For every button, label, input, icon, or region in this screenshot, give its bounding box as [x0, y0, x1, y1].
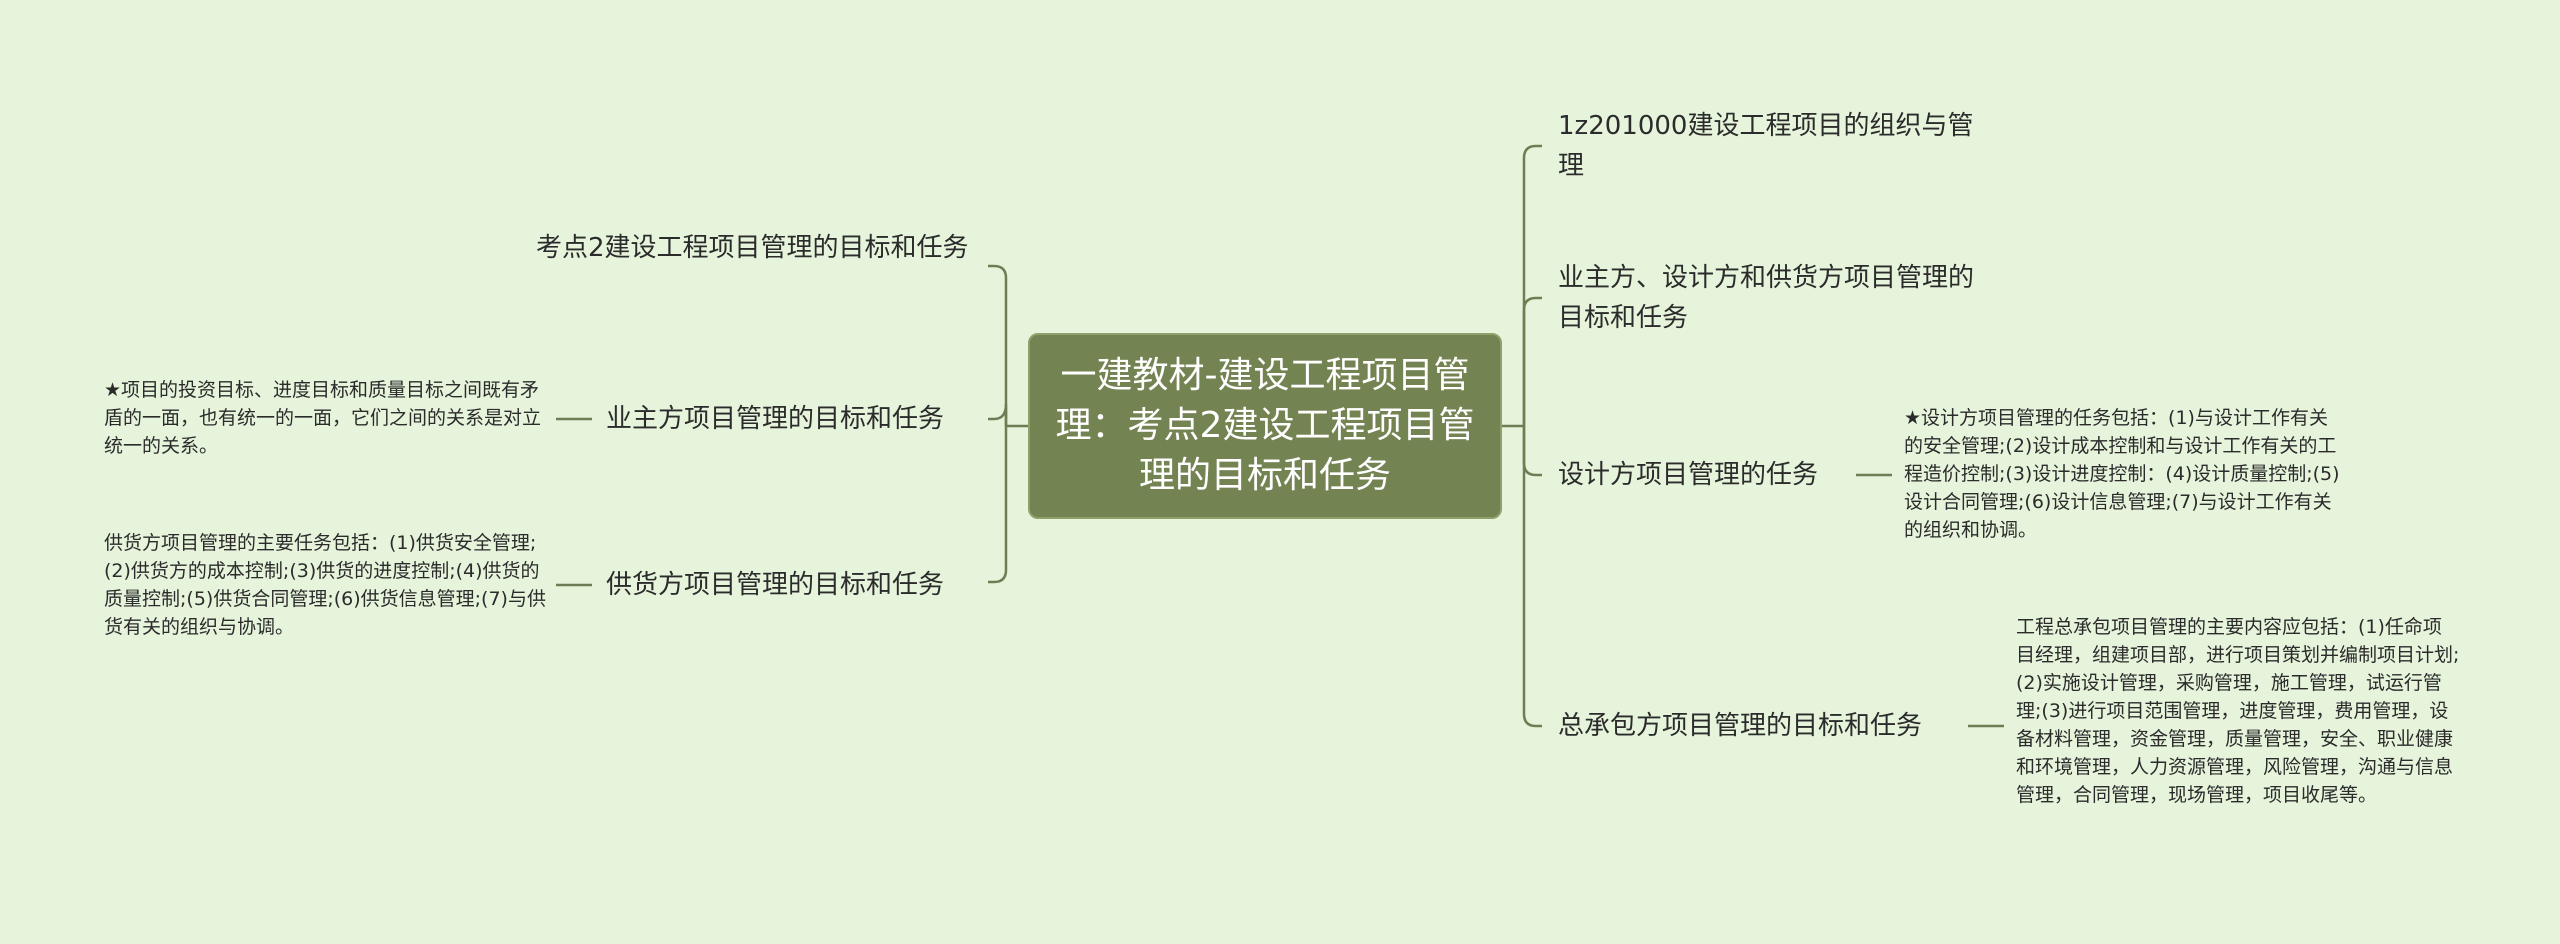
- detail-text: 供货方项目管理的主要任务包括：(1)供货安全管理;(2)供货方的成本控制;(3)…: [104, 532, 546, 638]
- detail-text: ★设计方项目管理的任务包括：(1)与设计工作有关的安全管理;(2)设计成本控制和…: [1904, 407, 2340, 541]
- topic-label: 考点2建设工程项目管理的目标和任务: [536, 233, 969, 263]
- topic-label: 总承包方项目管理的目标和任务: [1558, 711, 1923, 741]
- root-topic[interactable]: 一建教材-建设工程项目管理：考点2建设工程项目管理的目标和任务: [1028, 333, 1502, 519]
- right-detail-designer-management[interactable]: ★设计方项目管理的任务包括：(1)与设计工作有关的安全管理;(2)设计成本控制和…: [1904, 404, 2344, 544]
- topic-label: 1z201000建设工程项目的组织与管理: [1558, 111, 1974, 181]
- right-detail-epc-management[interactable]: 工程总承包项目管理的主要内容应包括：(1)任命项目经理，组建项目部，进行项目策划…: [2016, 613, 2460, 809]
- left-topic-owner-management[interactable]: 业主方项目管理的目标和任务: [606, 399, 986, 439]
- root-topic-label: 一建教材-建设工程项目管理：考点2建设工程项目管理的目标和任务: [1055, 355, 1475, 496]
- right-topic-epc-management[interactable]: 总承包方项目管理的目标和任务: [1558, 706, 1978, 746]
- detail-text: ★项目的投资目标、进度目标和质量目标之间既有矛盾的一面，也有统一的一面，它们之间…: [104, 379, 542, 457]
- right-topic-chapter-1z201000[interactable]: 1z201000建设工程项目的组织与管理: [1558, 106, 1978, 186]
- right-topic-designer-management[interactable]: 设计方项目管理的任务: [1558, 455, 1858, 495]
- right-topic-parties-management[interactable]: 业主方、设计方和供货方项目管理的目标和任务: [1558, 258, 1998, 338]
- left-topic-supplier-management[interactable]: 供货方项目管理的目标和任务: [606, 565, 986, 605]
- left-topic-exam-point-2[interactable]: 考点2建设工程项目管理的目标和任务: [536, 228, 976, 268]
- left-detail-supplier-management[interactable]: 供货方项目管理的主要任务包括：(1)供货安全管理;(2)供货方的成本控制;(3)…: [104, 529, 548, 641]
- detail-text: 工程总承包项目管理的主要内容应包括：(1)任命项目经理，组建项目部，进行项目策划…: [2016, 616, 2460, 806]
- topic-label: 供货方项目管理的目标和任务: [606, 570, 945, 600]
- topic-label: 业主方、设计方和供货方项目管理的目标和任务: [1558, 263, 1975, 333]
- topic-label: 业主方项目管理的目标和任务: [606, 404, 945, 434]
- topic-label: 设计方项目管理的任务: [1558, 460, 1819, 490]
- left-detail-owner-management[interactable]: ★项目的投资目标、进度目标和质量目标之间既有矛盾的一面，也有统一的一面，它们之间…: [104, 376, 548, 460]
